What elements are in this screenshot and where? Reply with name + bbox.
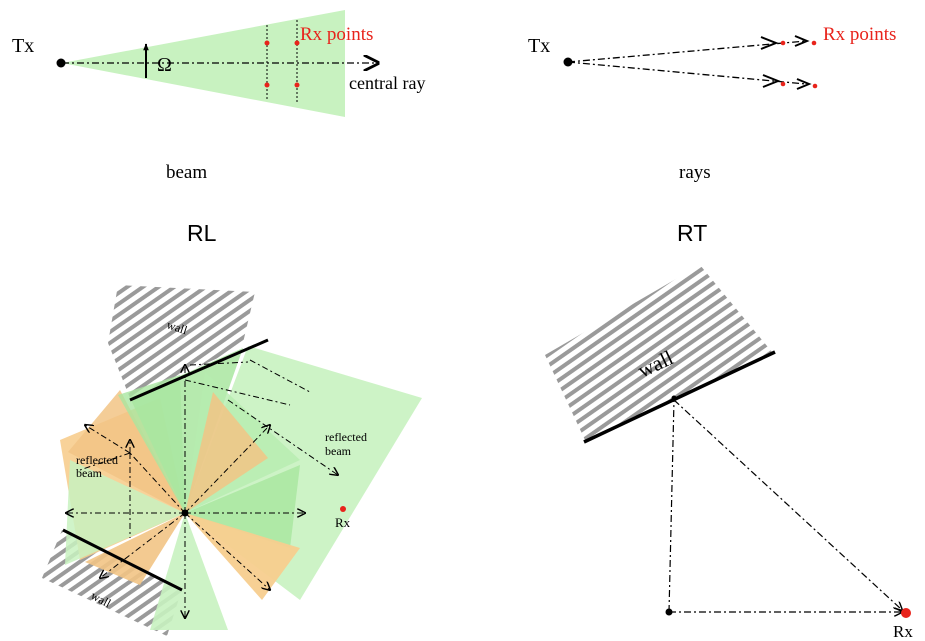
rx-point — [264, 40, 270, 46]
rays-caption: rays — [679, 162, 711, 183]
rt-diagram: wall Rx — [545, 265, 913, 641]
tx-point — [563, 57, 573, 67]
tx-label: Tx — [12, 35, 34, 57]
reflected-beam-label-right-line1: reflected — [325, 430, 367, 444]
beam-orange — [68, 390, 185, 513]
reflected-ray — [189, 361, 249, 366]
rx-point — [812, 83, 818, 89]
reflected-ray — [184, 379, 291, 406]
rx-point — [264, 82, 270, 88]
tx-point — [181, 509, 189, 517]
rays-diagram: Tx Rx points rays — [528, 24, 896, 183]
ray — [100, 512, 186, 578]
beam-diagram: Tx Ω Rx points central ray beam — [12, 10, 425, 183]
reflected-beam-label-left-line1: reflected — [76, 453, 118, 467]
ray-to-wall — [668, 399, 675, 613]
beam-caption: beam — [166, 162, 207, 183]
ray-arrowhead — [796, 78, 812, 90]
wall-top — [108, 285, 255, 398]
ray-arrowhead — [794, 35, 810, 47]
reflected-ray — [249, 359, 311, 393]
rx-point — [780, 81, 786, 87]
wall-edge — [583, 350, 776, 444]
central-ray-label: central ray — [349, 73, 425, 93]
reflection-point — [671, 395, 677, 401]
rl-diagram: wall wall reflected beam reflected beam … — [42, 285, 422, 636]
tx-point — [665, 608, 673, 616]
wall — [545, 265, 772, 440]
beam-green — [185, 465, 300, 548]
wall-top-edge — [129, 338, 269, 402]
heading-rl: RL — [187, 220, 217, 246]
rx-point — [340, 506, 346, 512]
ray — [79, 452, 131, 471]
rx-label: Rx — [335, 515, 351, 530]
ray-lower — [567, 61, 807, 85]
beam-orange — [185, 513, 300, 600]
ray-upper — [567, 40, 807, 63]
ray-arrowhead — [760, 36, 779, 50]
reflected-ray — [673, 399, 902, 610]
ray — [184, 512, 270, 590]
beam-orange — [185, 392, 268, 513]
reflected-ray — [227, 399, 338, 475]
rx-points-label: Rx points — [823, 24, 896, 45]
wall-bottom-edge — [62, 528, 183, 592]
wall-label-top: wall — [165, 318, 190, 338]
rx-points-label: Rx points — [300, 24, 373, 45]
ray — [85, 425, 131, 454]
omega-label: Ω — [157, 54, 172, 76]
beam-green — [118, 375, 185, 513]
tx-point — [56, 58, 66, 68]
ray — [184, 425, 270, 514]
heading-rt: RT — [677, 220, 707, 246]
beam-green — [150, 513, 228, 630]
reflected-beam-label-left-line2: beam — [76, 466, 103, 480]
rx-point — [811, 40, 817, 46]
reflected-beam-label-right-line2: beam — [325, 444, 352, 458]
beam-orange — [85, 513, 185, 585]
rx-point — [901, 608, 911, 618]
rx-point — [294, 82, 300, 88]
ray-arrowhead — [762, 74, 781, 88]
tx-label: Tx — [528, 35, 550, 57]
rx-label: Rx — [893, 622, 913, 641]
rx-point — [294, 40, 300, 46]
rx-point — [780, 40, 786, 46]
